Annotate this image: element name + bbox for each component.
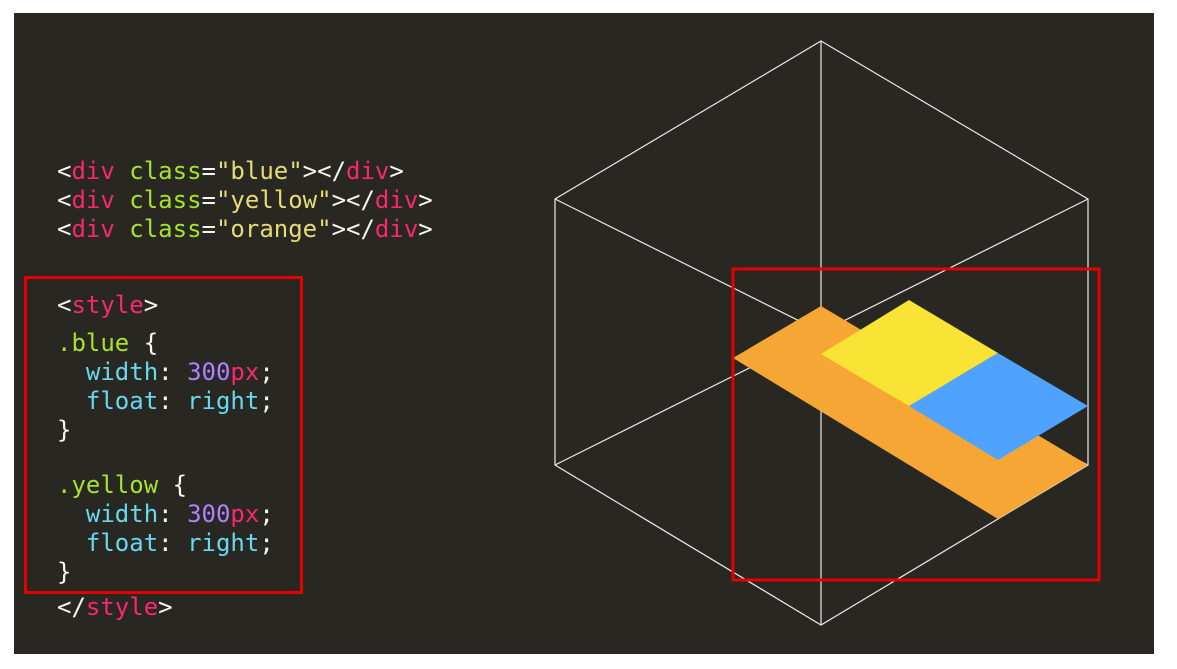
blue-box <box>909 353 1088 460</box>
code-blue-float: float: right; <box>85 387 274 415</box>
code-yellow-float: float: right; <box>85 529 274 557</box>
code-blue-close: } <box>57 416 72 444</box>
code-yellow-selector: .yellow { <box>57 471 188 499</box>
code-style-close: </style> <box>57 593 173 621</box>
code-line-div-yellow: <div class="yellow"></div> <box>57 186 433 214</box>
orange-box <box>733 306 1088 519</box>
code-yellow-close: } <box>57 558 72 586</box>
code-style-open: <style> <box>57 291 159 319</box>
code-blue-selector: .blue { <box>57 329 159 357</box>
code-blue-width: width: 300px; <box>85 358 274 386</box>
code-line-div-orange: <div class="orange"></div> <box>57 215 433 243</box>
code-line-div-blue: <div class="blue"></div> <box>57 157 404 185</box>
scene-highlight-box <box>731 267 1101 582</box>
code-highlight-box <box>24 276 303 594</box>
yellow-box <box>821 300 998 406</box>
code-yellow-width: width: 300px; <box>85 500 274 528</box>
